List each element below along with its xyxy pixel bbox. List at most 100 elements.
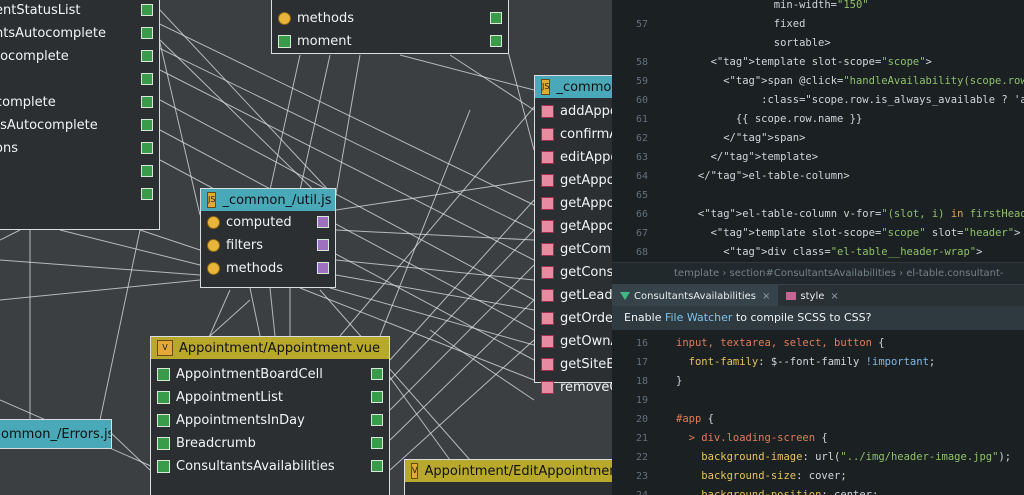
dependency-wire	[389, 339, 535, 471]
dependency-wire	[159, 69, 535, 261]
component-box-errors-js[interactable]: ommon_/Errors.js	[0, 419, 112, 449]
code-line[interactable]: background-position: center;	[701, 489, 879, 495]
code-line[interactable]: input, textarea, select, button {	[676, 337, 885, 349]
box-row[interactable]: moment	[272, 30, 508, 53]
dependency-wire	[299, 54, 331, 191]
box-row[interactable]: tsAutocomplete	[0, 114, 159, 137]
box-row[interactable]: getOwnAp	[535, 330, 612, 353]
box-rows: addAppoiconfirmApeditAppoigetAppoirgetAp…	[535, 98, 612, 399]
code-line[interactable]	[676, 391, 1011, 410]
box-row[interactable]: methods	[272, 7, 508, 30]
code-line[interactable]: font-family: $--font-family !important;	[688, 356, 936, 368]
breadcrumb[interactable]: template › section#ConsultantsAvailabili…	[612, 262, 1024, 301]
close-icon[interactable]: ×	[762, 290, 771, 302]
box-row[interactable]: entStatusList	[0, 0, 159, 22]
vue-file-icon: V	[157, 340, 173, 356]
style-code[interactable]: input, textarea, select, button { font-f…	[676, 334, 1011, 495]
line-number: 66	[635, 209, 648, 220]
box-row[interactable]: AppointmentBoardCell	[151, 363, 389, 386]
dependency-wire	[109, 431, 151, 471]
code-line[interactable]: <"tag">div class="el-table__header-wrap"…	[660, 246, 983, 258]
box-row[interactable]: tocomplete	[0, 45, 159, 68]
box-row[interactable]: getConsult	[535, 261, 612, 284]
line-number: 62	[635, 133, 648, 144]
tab-style[interactable]: style ×	[778, 285, 846, 307]
box-row[interactable]: filters	[201, 234, 335, 257]
box-row[interactable]: ConsultantsAvailabilities	[151, 455, 389, 478]
code-line[interactable]: :class="scope.row.is_always_available ? …	[660, 94, 1024, 106]
code-line[interactable]: <"tag">span @click="handleAvailability(s…	[660, 75, 1024, 87]
js-file-icon: JS	[207, 192, 217, 208]
box-row[interactable]	[0, 160, 159, 183]
box-row[interactable]: AppointmentsInDay	[151, 409, 389, 432]
code-line[interactable]: </"tag">template>	[660, 151, 819, 163]
box-row[interactable]: Breadcrumb	[151, 432, 389, 455]
box-row[interactable]: getAppoir	[535, 169, 612, 192]
notice-suffix: to compile SCSS to CSS?	[732, 311, 872, 324]
close-icon[interactable]: ×	[830, 290, 839, 302]
code-line[interactable]: background-image: url("../img/header-ima…	[701, 451, 1012, 463]
export-icon	[371, 460, 383, 472]
row-label: getAppoir	[560, 173, 612, 188]
box-row[interactable]: getOrderE	[535, 307, 612, 330]
method-icon	[207, 216, 220, 229]
code-line[interactable]: <"tag">template slot-scope="scope">	[660, 56, 932, 68]
line-number: 16	[635, 338, 648, 349]
box-row[interactable]: getAppoir	[535, 215, 612, 238]
code-line[interactable]: min-width="150"	[660, 0, 869, 11]
dependency-wire	[339, 99, 541, 337]
box-row[interactable]: confirmAp	[535, 123, 612, 146]
box-row[interactable]: getCompa	[535, 238, 612, 261]
dependency-wire	[109, 0, 535, 206]
function-icon	[541, 266, 554, 279]
box-row[interactable]: getSiteEve	[535, 353, 612, 376]
dependency-wire	[504, 39, 535, 151]
line-gutter-bottom: 161718192021222324	[612, 334, 648, 495]
code-line[interactable]: <"tag">template slot-scope="scope" slot=…	[660, 227, 1021, 239]
box-row[interactable]: ntsAutocomplete	[0, 22, 159, 45]
code-line[interactable]: }	[676, 375, 683, 387]
box-row[interactable]	[0, 68, 159, 91]
dependency-wire	[209, 299, 251, 337]
code-line[interactable]: </"tag">span>	[660, 132, 806, 144]
box-row[interactable]: removeOr	[535, 376, 612, 399]
code-line[interactable]: #app {	[676, 413, 714, 425]
code-line[interactable]	[660, 186, 1024, 205]
row-label: getLeadsA	[560, 288, 612, 303]
box-row[interactable]: ons	[0, 137, 159, 160]
file-watcher-link[interactable]: File Watcher	[664, 311, 733, 324]
box-row[interactable]: getAppoir	[535, 192, 612, 215]
box-row[interactable]: AppointmentList	[151, 386, 389, 409]
box-row[interactable]: methods	[201, 257, 335, 280]
code-line[interactable]: > div.loading-screen {	[676, 432, 828, 444]
code-line[interactable]: fixed	[660, 18, 806, 30]
row-label: getOwnAp	[560, 334, 612, 349]
box-row[interactable]: addAppoi	[535, 100, 612, 123]
function-icon	[541, 151, 554, 164]
row-label: methods	[226, 261, 283, 276]
box-row[interactable]: computed	[201, 211, 335, 234]
component-box-common-api[interactable]: JS_common_ addAppoiconfirmApeditAppoiget…	[534, 75, 612, 395]
template-code[interactable]: min-width="150" fixed sortable> <"tag">t…	[660, 0, 1024, 262]
function-icon	[541, 220, 554, 233]
tab-label: style	[800, 290, 825, 302]
function-icon	[541, 174, 554, 187]
code-line[interactable]: {{ scope.row.name }}	[660, 113, 863, 125]
code-line[interactable]: sortable>	[660, 37, 831, 49]
box-row[interactable]	[0, 183, 159, 206]
box-row[interactable]: complete	[0, 91, 159, 114]
box-row[interactable]: editAppoi	[535, 146, 612, 169]
dependency-wire	[429, 329, 535, 401]
code-line[interactable]: <"tag">el-table-column v-for="(slot, i) …	[660, 208, 1024, 220]
code-line[interactable]: </"tag">el-table-column>	[660, 170, 850, 182]
tab-consultants-availabilities[interactable]: ConsultantsAvailabilities ×	[612, 285, 779, 307]
code-line[interactable]: background-size: cover;	[701, 470, 847, 482]
box-row[interactable]: getLeadsA	[535, 284, 612, 307]
